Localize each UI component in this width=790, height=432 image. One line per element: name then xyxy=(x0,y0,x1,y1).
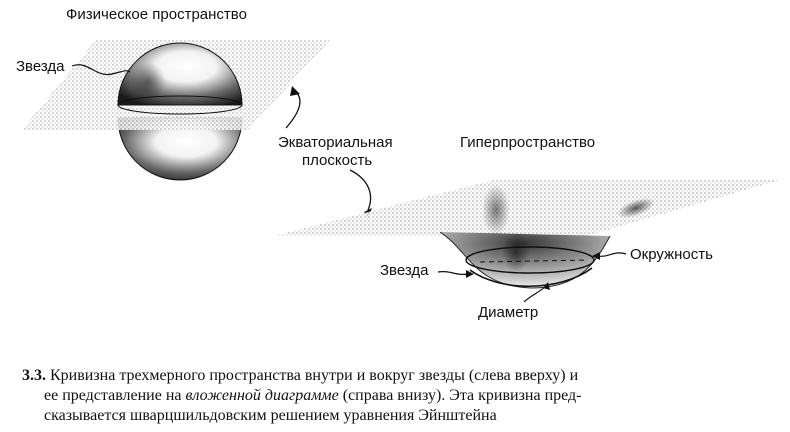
figure-caption: 3.3. Кривизна трехмерного пространства в… xyxy=(22,366,782,426)
label-circumference: Окружность xyxy=(630,246,713,263)
circumference-ellipse xyxy=(465,246,595,274)
embedding-plane xyxy=(274,180,780,236)
label-star-top: Звезда xyxy=(16,58,65,75)
caption-line-3: сказывается шварцшильдовским решением ур… xyxy=(44,407,497,424)
sphere-equator xyxy=(117,95,243,115)
hyperspace-diagram xyxy=(274,180,780,303)
label-diameter: Диаметр xyxy=(478,304,539,321)
label-hyperspace: Гиперпространство xyxy=(460,134,596,151)
arrow-to-top-plane xyxy=(285,91,301,129)
caption-line-2a: ее представление на xyxy=(44,387,186,404)
label-physical-space: Физическое пространство xyxy=(66,6,247,23)
label-star-bottom: Звезда xyxy=(380,262,429,279)
caption-line-2b: (справа внизу). Эта кривизна пред- xyxy=(338,387,582,404)
caption-emphasis: вложенной диаграмме xyxy=(185,387,339,404)
physical-space-diagram xyxy=(22,40,330,181)
pointer-circumference xyxy=(597,252,627,257)
label-equatorial-plane-2: плоскость xyxy=(302,152,373,169)
caption-number: 3.3. xyxy=(22,367,46,384)
label-equatorial-plane-1: Экваториальная xyxy=(278,134,393,151)
diameter-line xyxy=(479,259,589,263)
caption-line-1: Кривизна трехмерного пространства внутри… xyxy=(50,367,579,384)
star-pointer-top xyxy=(71,64,131,76)
curvature-figure xyxy=(22,40,780,303)
arrow-to-bottom-plane xyxy=(349,169,372,211)
star-sphere-lower xyxy=(117,117,243,181)
star-bottom-cap xyxy=(469,267,593,288)
pointer-star-bottom xyxy=(437,270,469,276)
